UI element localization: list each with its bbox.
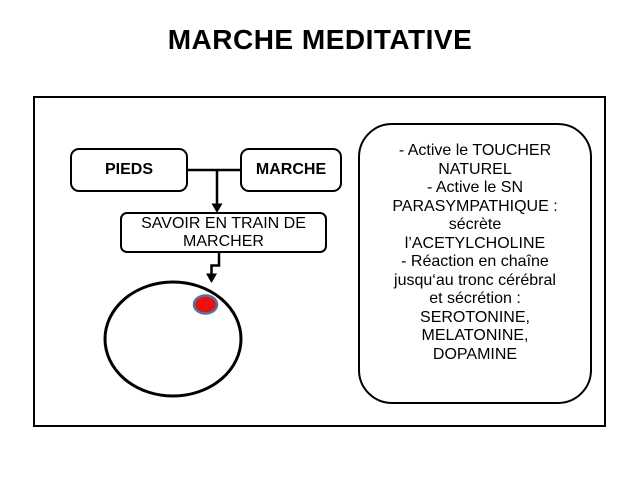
node-marche: MARCHE [240,148,342,192]
node-savoir: SAVOIR EN TRAIN DE MARCHER [120,212,327,253]
node-pieds: PIEDS [70,148,188,192]
info-box-text: - Active le TOUCHER NATUREL - Active le … [392,142,558,363]
slide-title: MARCHE MEDITATIVE [167,24,473,55]
info-box: - Active le TOUCHER NATUREL - Active le … [358,123,592,404]
